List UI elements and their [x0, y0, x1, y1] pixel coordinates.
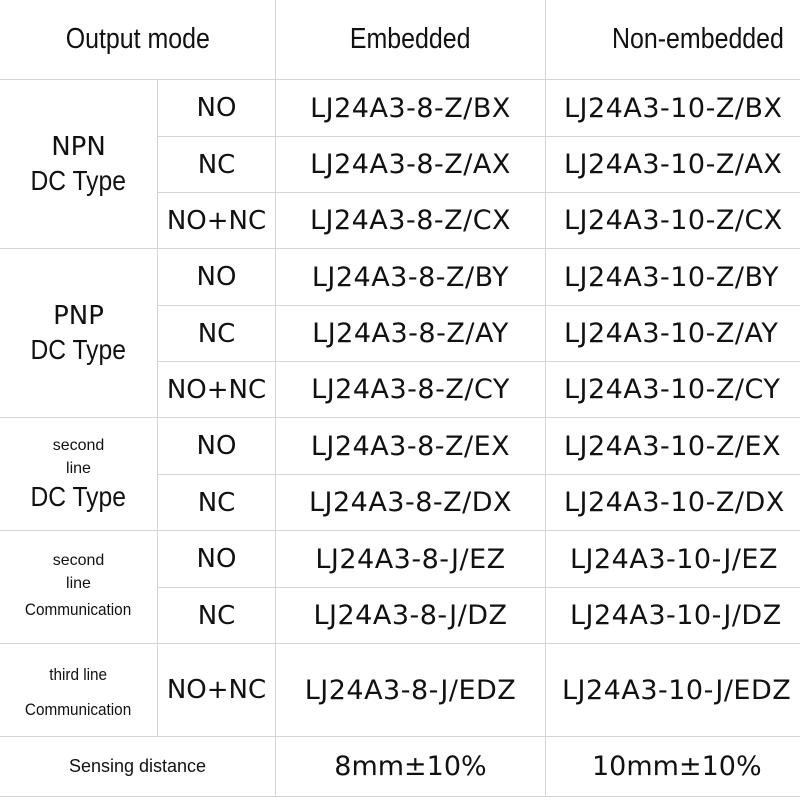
mode-cell: NO+NC	[158, 193, 276, 249]
header-output-mode: Output mode	[0, 0, 276, 80]
group-subtitle: DC Type	[30, 334, 127, 365]
embedded-model-cell: LJ24A3-8-Z/CY	[276, 362, 546, 418]
group-second-line-communication: second line Communication	[0, 531, 158, 644]
embedded-model-cell: LJ24A3-8-Z/AX	[276, 137, 546, 193]
embedded-model-cell: LJ24A3-8-Z/BX	[276, 80, 546, 137]
non-embedded-model-cell: LJ24A3-10-Z/DX	[546, 475, 800, 531]
non-embedded-model-cell: LJ24A3-10-J/EZ	[546, 531, 800, 588]
mode-cell: NO	[158, 418, 276, 475]
embedded-model-cell: LJ24A3-8-J/EZ	[276, 531, 546, 588]
sensing-distance-label: Sensing distance	[0, 737, 276, 797]
mode-cell: NC	[158, 306, 276, 362]
non-embedded-model-cell: LJ24A3-10-Z/CY	[546, 362, 800, 418]
mode-cell: NO	[158, 249, 276, 306]
embedded-model-cell: LJ24A3-8-Z/DX	[276, 475, 546, 531]
embedded-model-cell: LJ24A3-8-Z/AY	[276, 306, 546, 362]
header-embedded: Embedded	[276, 0, 546, 80]
sensing-distance-non-embedded: 10mm±10%	[546, 737, 800, 797]
group-title-line1: second	[52, 437, 105, 454]
mode-cell: NC	[158, 137, 276, 193]
non-embedded-model-cell: LJ24A3-10-Z/BX	[546, 80, 800, 137]
group-title-line2: line	[66, 575, 91, 592]
embedded-model-cell: LJ24A3-8-J/DZ	[276, 588, 546, 644]
non-embedded-model-cell: LJ24A3-10-Z/BY	[546, 249, 800, 306]
non-embedded-model-cell: LJ24A3-10-J/EDZ	[546, 644, 800, 737]
embedded-model-cell: LJ24A3-8-Z/CX	[276, 193, 546, 249]
non-embedded-model-cell: LJ24A3-10-Z/EX	[546, 418, 800, 475]
mode-cell: NC	[158, 588, 276, 644]
mode-cell: NC	[158, 475, 276, 531]
mode-cell: NO+NC	[158, 362, 276, 418]
mode-cell: NO+NC	[158, 644, 276, 737]
non-embedded-model-cell: LJ24A3-10-J/DZ	[546, 588, 800, 644]
group-subtitle: DC Type	[30, 165, 127, 196]
embedded-model-cell: LJ24A3-8-Z/BY	[276, 249, 546, 306]
group-subtitle: DC Type	[30, 481, 127, 512]
group-title: third line	[49, 665, 108, 684]
group-npn-dc: NPN DC Type	[0, 80, 158, 249]
group-subtitle: Communication	[25, 700, 132, 719]
group-title-line2: line	[66, 460, 91, 477]
non-embedded-model-cell: LJ24A3-10-Z/AX	[546, 137, 800, 193]
mode-cell: NO	[158, 80, 276, 137]
sensing-distance-embedded: 8mm±10%	[276, 737, 546, 797]
group-subtitle: Communication	[25, 600, 132, 619]
group-third-line-communication: third line Communication	[0, 644, 158, 737]
non-embedded-model-cell: LJ24A3-10-Z/CX	[546, 193, 800, 249]
header-non-embedded: Non-embedded	[546, 0, 800, 80]
group-title: NPN	[51, 132, 106, 162]
embedded-model-cell: LJ24A3-8-Z/EX	[276, 418, 546, 475]
group-pnp-dc: PNP DC Type	[0, 249, 158, 418]
non-embedded-model-cell: LJ24A3-10-Z/AY	[546, 306, 800, 362]
group-second-line-dc: second line DC Type	[0, 418, 158, 531]
group-title-line1: second	[52, 552, 105, 569]
mode-cell: NO	[158, 531, 276, 588]
embedded-model-cell: LJ24A3-8-J/EDZ	[276, 644, 546, 737]
group-title: PNP	[53, 301, 104, 331]
